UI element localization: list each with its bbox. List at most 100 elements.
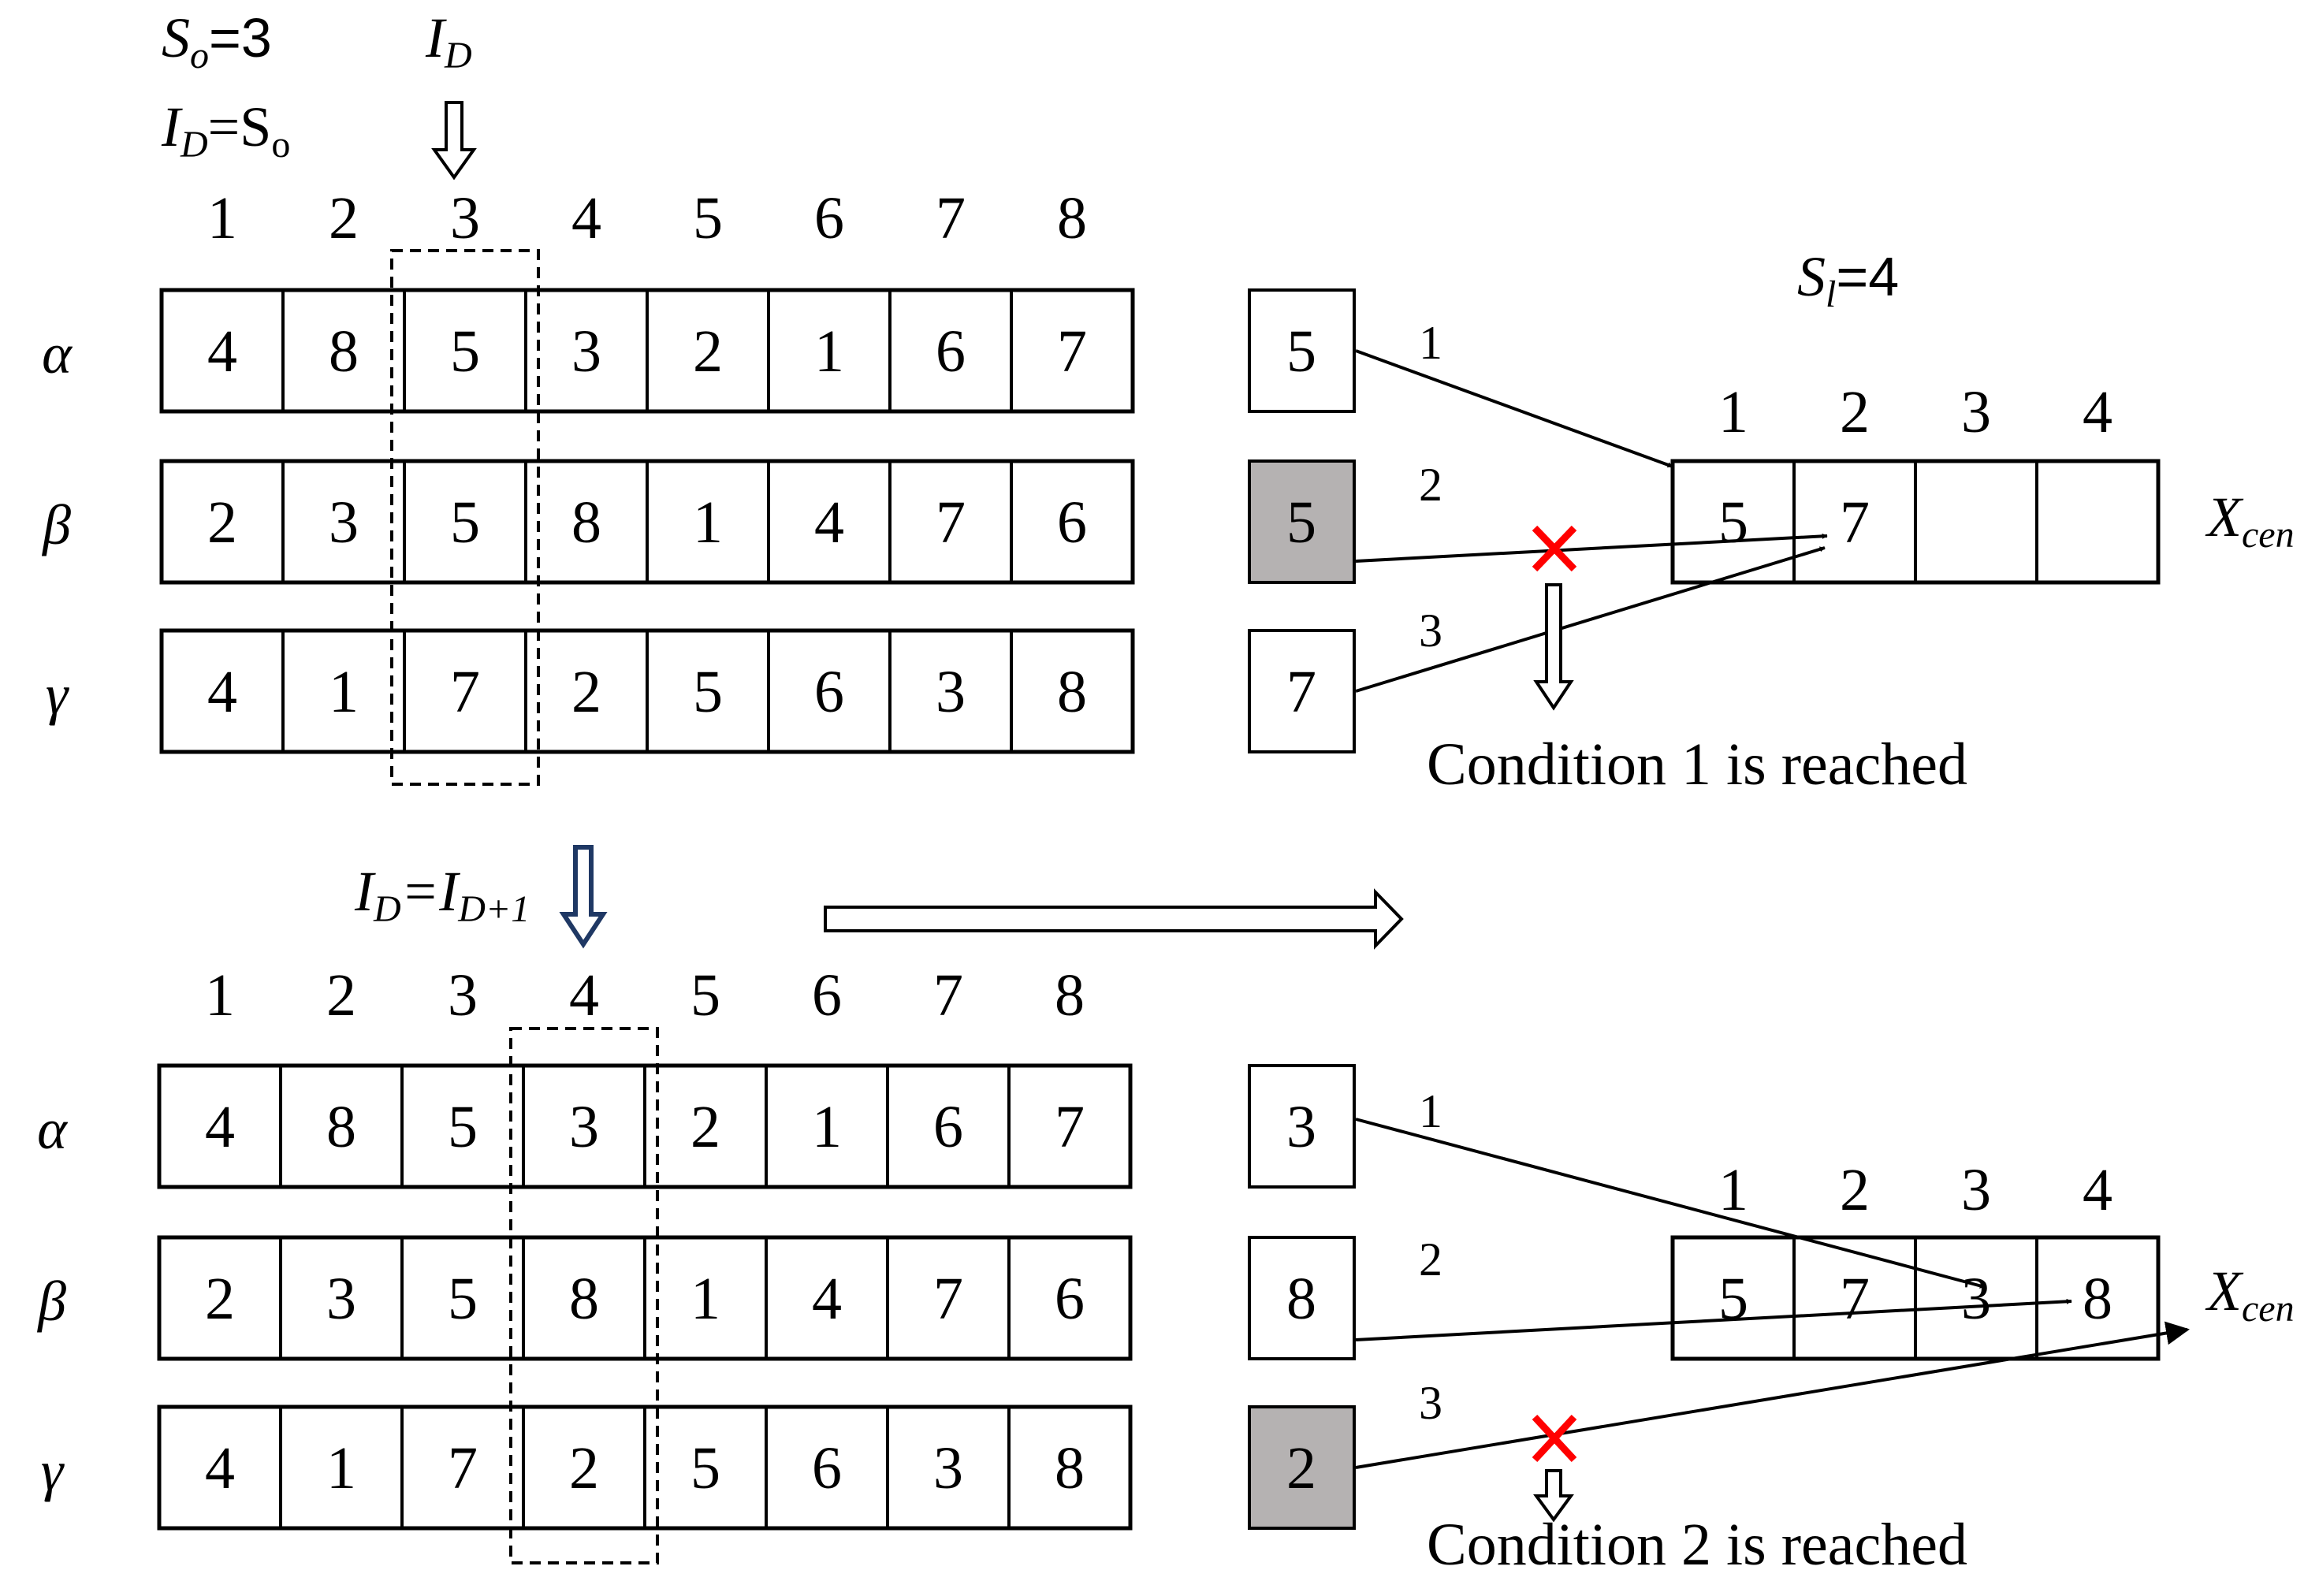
top-condition-text: Condition 1 is reached xyxy=(1427,731,1967,798)
sequence-cell-value: 1 xyxy=(693,489,723,556)
column-index: 6 xyxy=(814,185,844,251)
sequence-cell xyxy=(400,1405,525,1530)
sequence-cell-value: 8 xyxy=(329,318,359,385)
row-label: β xyxy=(41,493,71,556)
sequence-cell-value: 5 xyxy=(450,318,480,385)
top-picked-values: 557 xyxy=(1248,288,1356,753)
picked-cell xyxy=(1248,1064,1356,1189)
xcen-value: 7 xyxy=(1840,489,1870,556)
sequence-cell-value: 1 xyxy=(812,1094,842,1160)
sequence-cell-value: 2 xyxy=(569,1435,599,1501)
sequence-cell xyxy=(1010,629,1134,753)
sequence-cell xyxy=(765,1405,889,1530)
bottom-xcen-label: Xcen xyxy=(2205,1259,2295,1330)
top-selected-column-box xyxy=(390,249,540,786)
sequence-cell-value: 7 xyxy=(1057,318,1087,385)
picked-cell xyxy=(1248,1236,1356,1360)
sequence-cell xyxy=(1007,1236,1132,1360)
row-label: α xyxy=(42,322,73,385)
sequence-cell-value: 8 xyxy=(326,1094,356,1160)
picked-cell-rejected xyxy=(1248,1405,1356,1530)
sequence-cell xyxy=(400,1236,525,1360)
sequence-cell-value: 7 xyxy=(1055,1094,1085,1160)
sequence-cell xyxy=(160,629,285,753)
top-xcen-label: Xcen xyxy=(2205,485,2295,556)
column-index: 4 xyxy=(569,962,599,1029)
sequence-cell xyxy=(281,629,406,753)
sequence-cell-value: 1 xyxy=(690,1266,720,1332)
id-equals-so-label: ID=So xyxy=(161,95,290,166)
picked-cell xyxy=(1248,629,1356,753)
xcen-value: 5 xyxy=(1718,489,1748,556)
bottom-condition-text: Condition 2 is reached xyxy=(1427,1512,1967,1578)
row-label: β xyxy=(36,1270,66,1333)
sequence-row-frame xyxy=(159,628,1135,754)
xcen-cell xyxy=(2035,459,2160,584)
sequence-cell xyxy=(767,288,891,413)
top-condition-arrow-icon xyxy=(1533,583,1574,711)
top-cross-icon xyxy=(1532,525,1577,572)
xcen-index: 3 xyxy=(1961,379,1991,445)
sequence-cell-value: 4 xyxy=(207,318,237,385)
bottom-arrow-3 xyxy=(1355,1321,2190,1469)
bottom-cross-icon xyxy=(1532,1414,1577,1463)
xcen-frame xyxy=(1670,459,2161,585)
column-index: 8 xyxy=(1057,185,1087,251)
sequence-cell-value: 1 xyxy=(814,318,844,385)
bottom-arrow-2 xyxy=(1355,1298,2072,1341)
sequence-cell-value: 7 xyxy=(936,489,966,556)
sequence-cell-value: 8 xyxy=(571,489,601,556)
column-index: 4 xyxy=(571,185,601,251)
sequence-cell-value: 5 xyxy=(448,1094,478,1160)
sequence-cell xyxy=(160,459,285,584)
column-index: 8 xyxy=(1055,962,1085,1029)
sequence-cell-value: 8 xyxy=(569,1266,599,1332)
sequence-cell-value: 7 xyxy=(448,1435,478,1501)
sequence-cell-value: 7 xyxy=(933,1266,963,1332)
sequence-row-frame xyxy=(157,1235,1133,1361)
column-index: 1 xyxy=(205,962,235,1029)
column-index: 7 xyxy=(936,185,966,251)
picked-cell xyxy=(1248,288,1356,413)
sequence-cell-value: 4 xyxy=(207,659,237,725)
sequence-cell-value: 6 xyxy=(936,318,966,385)
sequence-cell xyxy=(281,288,406,413)
row-label: γ xyxy=(46,663,69,726)
sequence-row-frame xyxy=(159,459,1135,585)
sequence-cell xyxy=(1010,288,1134,413)
xcen-cell xyxy=(1792,459,1917,584)
sequence-cell-value: 4 xyxy=(205,1435,235,1501)
bottom-arrow-1 xyxy=(1355,1118,1986,1289)
xcen-index: 1 xyxy=(1718,379,1748,445)
sequence-row-frame xyxy=(157,1063,1133,1189)
xcen-index: 2 xyxy=(1840,379,1870,445)
sequence-cell-value: 5 xyxy=(450,489,480,556)
picked-value: 8 xyxy=(1286,1266,1316,1332)
update-down-arrow-icon xyxy=(559,845,608,949)
sequence-cell-value: 3 xyxy=(326,1266,356,1332)
sequence-cell-value: 3 xyxy=(569,1094,599,1160)
picked-cell-rejected xyxy=(1248,459,1356,584)
sequence-cell-value: 3 xyxy=(571,318,601,385)
bottom-arrow-label-2: 2 xyxy=(1419,1233,1442,1285)
xcen-value: 3 xyxy=(1961,1266,1991,1332)
xcen-index: 2 xyxy=(1840,1157,1870,1223)
column-index: 6 xyxy=(812,962,842,1029)
id-pointer-label: ID xyxy=(425,6,472,76)
sequence-cell xyxy=(765,1236,889,1360)
bottom-arrow-label-1: 1 xyxy=(1419,1085,1442,1137)
picked-value: 3 xyxy=(1286,1094,1316,1160)
sequence-cell-value: 8 xyxy=(1057,659,1087,725)
bottom-condition-arrow-icon xyxy=(1533,1469,1574,1523)
